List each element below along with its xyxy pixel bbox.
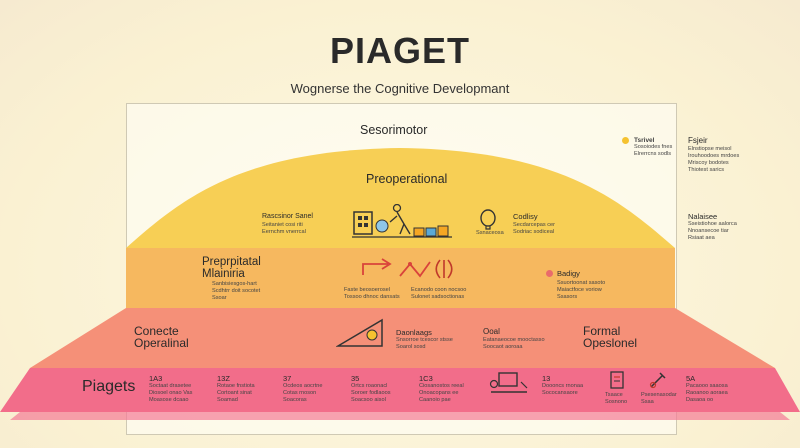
- band-preoperational: [126, 248, 675, 308]
- base-item-line: Soroer fodlaoos: [351, 390, 391, 396]
- legend-right-top-line4: Thiotest sarics: [688, 167, 725, 173]
- stage-sensorimotor-label: Sesorimotor: [360, 123, 428, 137]
- orange-mid2-line2: Sulonet sadsoctionas: [411, 294, 465, 300]
- orange-left-line2: Scdhtrr doit socotet: [212, 288, 261, 294]
- yellow-mid-caption: Ssnaceosa: [476, 230, 504, 236]
- stage-base-label: Piagets: [82, 378, 136, 395]
- base-item-line: Cortoant sinat: [217, 390, 252, 396]
- pink-mid1-line1: Snsorroe tcescor stsse: [396, 337, 453, 343]
- base-item-line: Ortcs roaonacl: [351, 383, 388, 389]
- band-sensorimotor: [126, 148, 675, 248]
- legend-right-mid-line2: Nnoansecoe tiar: [688, 228, 729, 234]
- base-item-line: Sococansaore: [542, 390, 578, 396]
- base-item-line: Diosoel onao Vas: [149, 390, 193, 396]
- legend-right-top-title: Fsjeir: [688, 136, 708, 145]
- base-item-num: 13Z: [217, 374, 230, 383]
- base-item-line: Soacsoo aisol: [351, 397, 386, 403]
- yellow-right-line2: Sodriac sodiceal: [513, 229, 555, 235]
- base-item-line: Ciosanostos reeal: [419, 383, 464, 389]
- orange-right-line1: Ssuortoonat sasoto: [557, 280, 606, 286]
- base-item-line: Raoanoo aoraea: [686, 390, 728, 396]
- base-item-line: Cotas rnoson: [283, 390, 317, 396]
- base-item-num: 1C3: [419, 374, 433, 383]
- base-item-num: 35: [351, 374, 360, 383]
- orange-mid1-line1: Faste beosoerosel: [344, 287, 391, 293]
- base-item-num: 37: [283, 374, 292, 383]
- legend-item1-title: Tsrivel: [634, 137, 655, 144]
- legend-right-top-line2: Irouhoodoes mrdoes: [688, 153, 740, 159]
- base-item-line: Rotaoe fnstiota: [217, 383, 255, 389]
- pen-tool-icon: [649, 372, 666, 389]
- base-item-line: Soctaat drasetee: [149, 383, 192, 389]
- legend-item1-line1: Sosoiodes fnes: [634, 144, 673, 150]
- thought-bubble-icon: [480, 209, 496, 230]
- pink-mid2-line1: Eatanaeocoe mooctasso: [483, 337, 545, 343]
- yellow-right-line1: Secdarcepas cer: [513, 222, 555, 228]
- legend-right-mid-line3: Rsiaat aea: [688, 235, 715, 241]
- base-item-num: 5A: [686, 374, 696, 383]
- pink-mid1-title: Daonlaags: [396, 328, 432, 337]
- balance-icon: [435, 259, 453, 279]
- legend-right-mid-line1: Sseistiohoe aalorca: [688, 221, 737, 227]
- stage-concrete-label: Conecte Operalinal: [134, 324, 189, 350]
- orange-right-line3: Ssasors: [557, 294, 578, 300]
- base-item-num: 1A3: [149, 374, 163, 383]
- base-item-line: Pacaooo saaosa: [686, 383, 728, 389]
- base-item-line: Sosnono: [605, 399, 628, 405]
- yellow-left-title: Rascsinor Sanel: [262, 213, 313, 220]
- base-item-line: Moasose dcaao: [149, 397, 189, 403]
- orange-right-dot-icon: [546, 270, 553, 277]
- orange-right-line2: Maiactfoce voriow: [557, 287, 602, 293]
- pink-mid1-line2: Soarol sosd: [396, 344, 426, 350]
- base-item-num: Psesenasodar: [641, 392, 677, 398]
- base-item-line: Onoacopans ee: [419, 390, 459, 396]
- yellow-left-line1: Seitaniet cosi riti: [262, 222, 303, 228]
- base-item-line: Soacoras: [283, 397, 307, 403]
- base-item-line: Soamad: [217, 397, 238, 403]
- pink-mid2-line2: Soocaot aoroaa: [483, 344, 523, 350]
- base-item-line: Ocdeos aocrtne: [283, 383, 323, 389]
- arrow-right-icon: [362, 258, 392, 275]
- base-item-line: Dasaoa oo: [686, 397, 714, 403]
- yellow-right-title: Codlisy: [513, 212, 538, 221]
- base-item-line: Ssaa: [641, 399, 654, 405]
- base-item-line: Doooncs rnonaa: [542, 383, 584, 389]
- page-subtitle: Wognerse the Cognitive Developmant: [290, 81, 510, 96]
- yellow-left-line2: Eernchm vnerrcal: [262, 229, 306, 235]
- orange-mid2-line1: Ecanodo coon nocsoo: [411, 287, 467, 293]
- base-item-num: Tsaace: [605, 392, 623, 398]
- legend-right-top-line1: Elnstiopse meisol: [688, 146, 732, 152]
- stage-preoperational-left-label: Preprpitatal Mlainiria: [202, 256, 261, 280]
- legend-right-top-line3: Mriscoy bodotes: [688, 160, 729, 166]
- stage-formal-label: Formal Opeslonel: [583, 324, 638, 350]
- computer-icon: [489, 372, 528, 393]
- base-item-line: Caanoio pae: [419, 397, 451, 403]
- sensorimotor-activity-icon: [352, 204, 452, 238]
- legend-dot-icon: [622, 137, 629, 144]
- orange-mid1-line2: Tossoo dhnoc dansats: [344, 294, 400, 300]
- legend-item1-line2: Elrerrcns sodls: [634, 151, 671, 157]
- orange-left-line3: Ssoar: [212, 295, 227, 301]
- stage-preoperational-label: Preoperational: [366, 172, 448, 186]
- page-title: PIAGET: [329, 30, 470, 71]
- zigzag-arrow-icon: [399, 261, 431, 278]
- base-item-num: 13: [542, 374, 551, 383]
- legend-right-mid-title: Nalaisee: [688, 212, 718, 221]
- band-concrete: [30, 308, 775, 368]
- conservation-triangle-icon: [336, 318, 383, 347]
- document-icon: [610, 371, 624, 389]
- orange-right-title: Badigy: [557, 269, 580, 278]
- pink-mid2-title: Ooal: [483, 327, 500, 336]
- band-base: [0, 368, 800, 412]
- orange-left-line1: Sanbisiesgos-hart: [212, 281, 257, 287]
